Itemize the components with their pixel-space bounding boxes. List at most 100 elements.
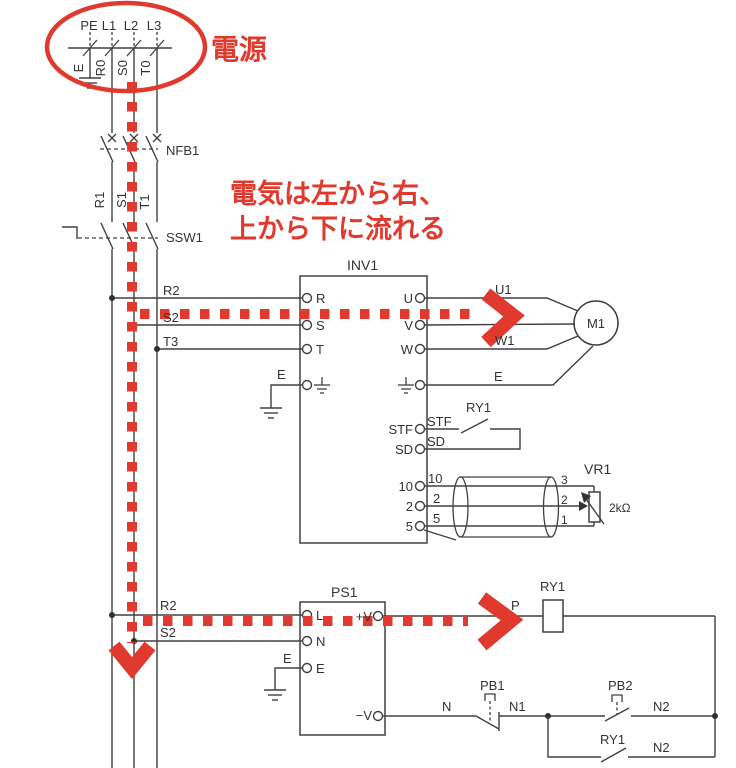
inv-term-v: V xyxy=(404,318,413,333)
wire-label-r0: R0 xyxy=(93,60,108,77)
wiper-arrow xyxy=(579,501,588,511)
shield-ground-tap xyxy=(423,529,457,541)
power-source-annotation: 電源 xyxy=(211,34,267,65)
ry1-coil xyxy=(542,599,564,633)
inv-term-s: S xyxy=(316,318,325,333)
inv1-input-wires xyxy=(109,295,302,352)
ps1-term-minusv: −V xyxy=(356,708,373,723)
inv1-label: INV1 xyxy=(347,257,378,273)
control-circuit xyxy=(382,599,718,763)
wire-label-s0: S0 xyxy=(115,60,130,76)
ry1-coil-label: RY1 xyxy=(540,579,565,594)
wire-label-2: 2 xyxy=(433,491,440,506)
pb2-no-button xyxy=(604,694,630,722)
inv-term-w: W xyxy=(401,342,414,357)
nfb1-label: NFB1 xyxy=(166,143,199,158)
flow-annotation-line2: 上から下に流れる xyxy=(230,214,446,244)
terminal-label-l1: L1 xyxy=(102,18,116,33)
ssw1-switch xyxy=(62,222,159,250)
ps1-label: PS1 xyxy=(331,584,358,600)
wire-label-s2b: S2 xyxy=(160,625,176,640)
wire-label-w1: W1 xyxy=(495,333,515,348)
power-source-ellipse xyxy=(44,0,208,94)
wire-label-stf: STF xyxy=(427,414,452,429)
pb1-nc-button xyxy=(475,693,500,731)
motor-wires xyxy=(423,297,594,386)
ps1-earth-label: E xyxy=(283,651,292,666)
inv-term-10: 10 xyxy=(399,479,413,494)
switch-blade xyxy=(100,222,114,250)
wire-label-r1: R1 xyxy=(92,192,107,209)
vr1-term-1: 1 xyxy=(561,513,568,527)
vr1-value: 2kΩ xyxy=(609,501,631,515)
earth-symbol-inv-left xyxy=(314,377,330,394)
ssw1-label: SSW1 xyxy=(166,230,203,245)
inv1-box xyxy=(299,275,428,544)
vr1-potentiometer xyxy=(579,486,605,526)
wire-label-n2: N2 xyxy=(653,699,670,714)
switch-handle xyxy=(62,226,78,239)
ground-symbol-ps1 xyxy=(264,689,286,701)
inv-earth-label: E xyxy=(277,367,286,382)
flow-arrow-down xyxy=(108,641,156,680)
inv-term-stf: STF xyxy=(388,422,413,437)
motor-m1 xyxy=(573,300,619,346)
ry1-latch-label: RY1 xyxy=(600,732,625,747)
wire-label-n1: N1 xyxy=(509,699,526,714)
ps1-term-e: E xyxy=(316,661,325,676)
wire-label-n2b: N2 xyxy=(653,740,670,755)
inv-term-t: T xyxy=(316,342,324,357)
terminal-label-pe: PE xyxy=(80,18,98,33)
inv-term-sd: SD xyxy=(395,442,413,457)
ps1-term-n: N xyxy=(316,634,325,649)
wire-label-r2b: R2 xyxy=(160,598,177,613)
adjust-arrow xyxy=(581,492,591,503)
inv-term-u: U xyxy=(404,291,413,306)
wire-label-t0: T0 xyxy=(138,60,153,75)
inv-term-r: R xyxy=(316,291,325,306)
inv-term-2: 2 xyxy=(406,499,413,514)
ps1-term-l: L xyxy=(316,608,323,623)
flow-arrow-right-1 xyxy=(481,288,525,348)
shield-cable xyxy=(423,476,560,541)
vr1-term-2: 2 xyxy=(561,493,568,507)
ry1-no-contact xyxy=(460,418,489,434)
ry1-contact-label: RY1 xyxy=(466,400,491,415)
ps1-term-plusv: +V xyxy=(356,609,373,624)
wire-label-10: 10 xyxy=(428,471,442,486)
pb2-label: PB2 xyxy=(608,678,633,693)
wire-label-s1: S1 xyxy=(114,192,129,208)
pb1-label: PB1 xyxy=(480,678,505,693)
wire-label-e: E xyxy=(494,369,503,384)
ry1-latch-contact xyxy=(600,747,627,763)
wire-label-t3: T3 xyxy=(163,334,178,349)
wire-label-5: 5 xyxy=(433,511,440,526)
analog-circuit xyxy=(423,476,605,541)
flow-arrow-right-2 xyxy=(477,592,524,651)
labels: PE L1 L2 L3 E R0 S0 T0 NFB1 R1 S1 T1 SSW… xyxy=(71,18,670,755)
terminal-label-l3: L3 xyxy=(147,18,161,33)
flow-annotation-line1: 電気は左から右、 xyxy=(230,178,446,209)
wire-label-sd: SD xyxy=(427,434,445,449)
switch-blade xyxy=(145,222,159,250)
vr1-label: VR1 xyxy=(584,461,611,477)
inv1-inverter xyxy=(260,275,428,544)
wire-label-p: P xyxy=(511,598,520,613)
motor-circle xyxy=(573,300,619,346)
inv-term-5: 5 xyxy=(406,519,413,534)
wire-label-e0: E xyxy=(71,63,86,72)
wire-label-r2: R2 xyxy=(163,283,180,298)
nfb1-breaker xyxy=(100,133,162,222)
wire-label-t1: T1 xyxy=(137,194,152,209)
wire-label-s2: S2 xyxy=(163,310,179,325)
red-flow-overlay xyxy=(44,0,525,680)
motor-label: M1 xyxy=(587,316,605,331)
vr1-term-3: 3 xyxy=(561,473,568,487)
x-mark xyxy=(107,133,162,143)
ground-symbol-inv xyxy=(260,407,282,419)
wire-label-n: N xyxy=(442,699,451,714)
earth-symbol-inv-right xyxy=(398,377,414,394)
stf-circuit xyxy=(424,418,521,450)
